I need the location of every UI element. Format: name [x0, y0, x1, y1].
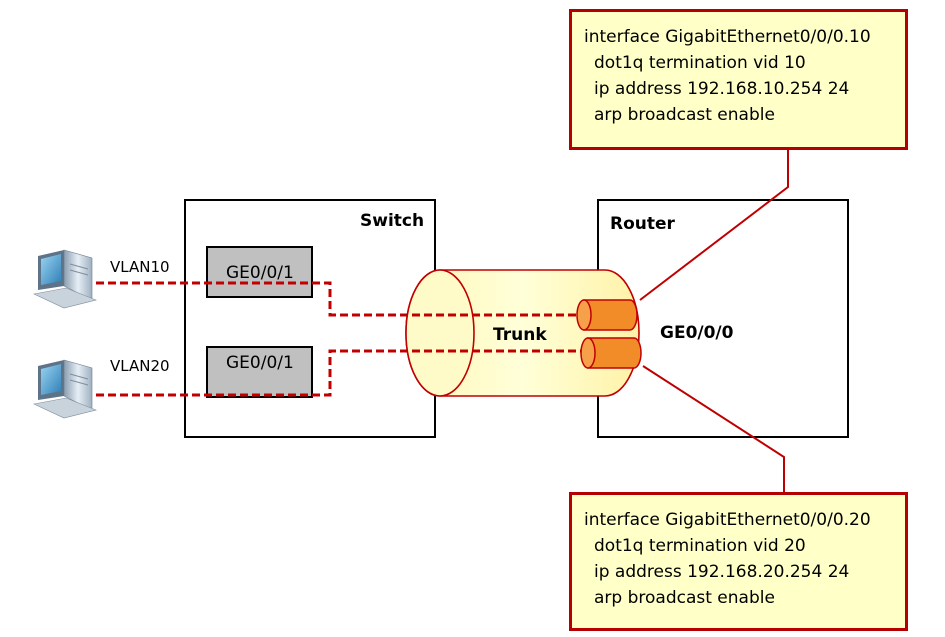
config-line: dot1q termination vid 20 — [594, 536, 806, 556]
router-label: Router — [610, 214, 676, 234]
callout-line-bottom — [642, 365, 785, 492]
vlan20-label: VLAN20 — [110, 357, 170, 375]
router-box — [597, 199, 849, 438]
vlan20-link — [96, 349, 588, 397]
config-line: dot1q termination vid 10 — [594, 53, 806, 73]
switch-box — [184, 199, 436, 438]
subinterface-10 — [576, 299, 638, 331]
port-ge-vlan10-label: GE0/0/1 — [226, 263, 294, 283]
config-line: ip address 192.168.10.254 24 — [594, 79, 850, 99]
config-line: arp broadcast enable — [594, 588, 775, 608]
config-box-subinterface-20: interface GigabitEthernet0/0/0.20 dot1q … — [569, 492, 908, 631]
port-ge-vlan20 — [206, 346, 313, 398]
switch-label: Switch — [360, 211, 424, 231]
config-line: arp broadcast enable — [594, 105, 775, 125]
vlan10-label: VLAN10 — [110, 258, 170, 276]
config-line: interface GigabitEthernet0/0/0.20 — [584, 510, 871, 530]
pc-icon — [33, 359, 97, 419]
router-interface-label: GE0/0/0 — [660, 323, 734, 343]
config-line: ip address 192.168.20.254 24 — [594, 562, 850, 582]
config-line: interface GigabitEthernet0/0/0.10 — [584, 27, 871, 47]
port-ge-vlan10 — [206, 246, 313, 298]
config-box-subinterface-10: interface GigabitEthernet0/0/0.10 dot1q … — [569, 9, 908, 150]
subinterface-20 — [580, 337, 642, 369]
pc-icon — [33, 249, 97, 309]
port-ge-vlan20-label: GE0/0/1 — [226, 353, 294, 373]
callout-line-top — [639, 150, 789, 301]
trunk-label: Trunk — [493, 325, 547, 345]
